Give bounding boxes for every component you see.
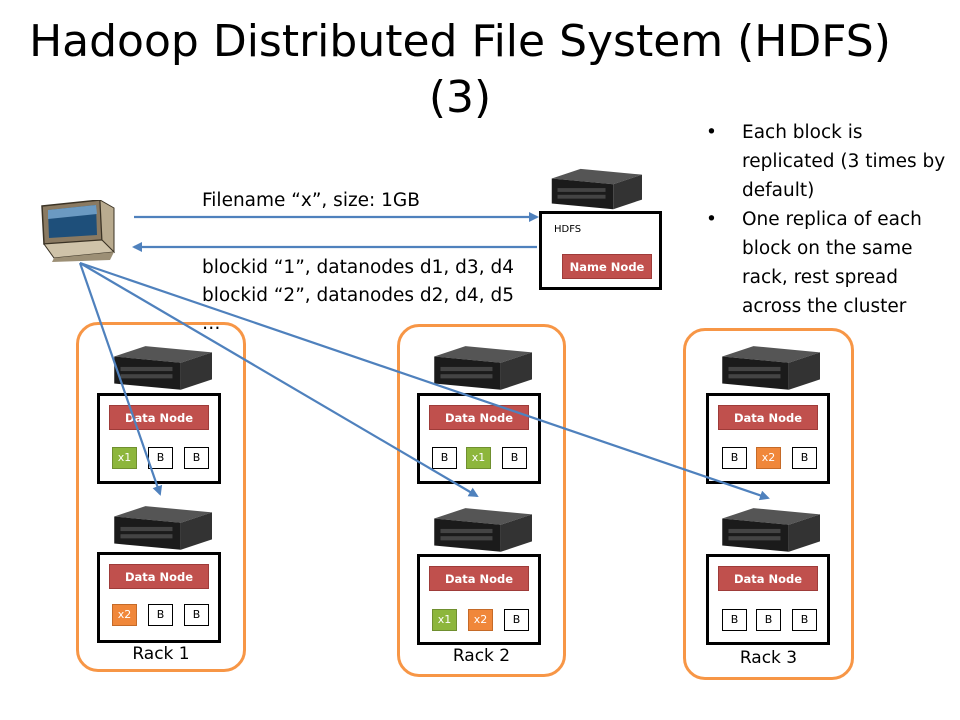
write-arrow-rack1 xyxy=(78,262,163,496)
rack-label: Rack 2 xyxy=(452,646,511,666)
write-arrow-rack2 xyxy=(79,262,479,498)
datanode-box: Data Node x2 B B xyxy=(97,552,221,643)
datanode-server-icon xyxy=(722,346,820,390)
namenode-server-icon xyxy=(551,168,642,210)
rack-2 xyxy=(397,324,566,677)
note-item: •One replica of each block on the same r… xyxy=(706,209,922,317)
datanode-server-icon xyxy=(114,506,212,550)
write-arrow-rack3 xyxy=(79,261,770,501)
block-cell: x1 xyxy=(112,447,137,469)
hdfs-label: HDFS xyxy=(554,224,582,235)
block-cell: B xyxy=(184,604,209,626)
block-cell: B xyxy=(504,609,529,631)
request-message: Filename “x”, size: 1GB xyxy=(202,190,420,211)
block-cell: x2 xyxy=(468,609,493,631)
block-cell: x2 xyxy=(112,604,137,626)
note-item: •Each block is replicated (3 times by de… xyxy=(706,122,946,201)
block-cell: x2 xyxy=(756,447,781,469)
block-cell: B xyxy=(756,609,781,631)
block-cell: B xyxy=(502,447,527,469)
namenode-box: HDFS Name Node xyxy=(539,211,662,290)
datanode-label: Data Node xyxy=(109,405,209,430)
datanode-server-icon xyxy=(722,508,820,552)
block-cell: B xyxy=(184,447,209,469)
rack-label: Rack 3 xyxy=(739,648,798,668)
block-cell: B xyxy=(792,447,817,469)
datanode-box: Data Node B B B xyxy=(706,554,830,645)
namenode-label: Name Node xyxy=(562,254,652,279)
datanode-box: Data Node B x1 B xyxy=(417,393,541,484)
block-cell: B xyxy=(792,609,817,631)
datanode-box: Data Node x1 B B xyxy=(97,393,221,484)
datanode-box: Data Node x1 x2 B xyxy=(417,554,541,645)
reply-line-1: blockid “1”, datanodes d1, d3, d4 xyxy=(202,257,514,278)
block-cell: B xyxy=(722,609,747,631)
rack-3 xyxy=(683,328,854,680)
block-cell: B xyxy=(722,447,747,469)
block-cell: B xyxy=(432,447,457,469)
block-cell: B xyxy=(148,604,173,626)
notes-list: •Each block is replicated (3 times by de… xyxy=(706,118,946,321)
datanode-label: Data Node xyxy=(718,405,818,430)
client-computer-icon xyxy=(41,200,116,262)
page-title: Hadoop Distributed File System (HDFS) (3… xyxy=(29,16,891,123)
datanode-label: Data Node xyxy=(429,405,529,430)
block-cell: x1 xyxy=(432,609,457,631)
datanode-box: Data Node B x2 B xyxy=(706,393,830,484)
rack-1 xyxy=(76,322,246,672)
datanode-label: Data Node xyxy=(109,564,209,589)
block-cell: x1 xyxy=(466,447,491,469)
rack-label: Rack 1 xyxy=(132,644,190,664)
datanode-server-icon xyxy=(434,508,532,552)
datanode-server-icon xyxy=(114,346,212,390)
reply-line-2: blockid “2”, datanodes d2, d4, d5 xyxy=(202,285,514,306)
datanode-server-icon xyxy=(434,346,532,390)
datanode-label: Data Node xyxy=(718,566,818,591)
datanode-label: Data Node xyxy=(429,566,529,591)
